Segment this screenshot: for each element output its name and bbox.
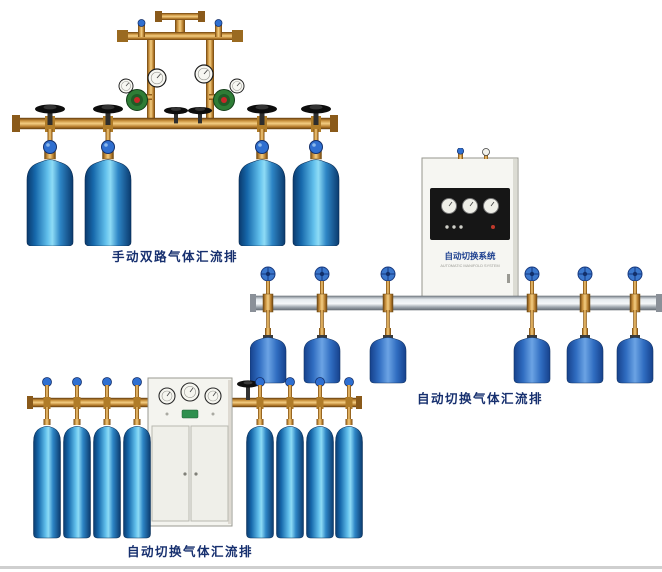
pressure-regulator-left: [118, 68, 167, 111]
scene-auto-switch-wall: 自动切换系统 AUTOMATIC MANIFOLD SYSTEM: [250, 148, 662, 384]
mini-gauge-icon: [482, 148, 490, 156]
gas-cylinder: [84, 140, 132, 246]
cylinder-station: [285, 377, 295, 421]
cylinder-station: [255, 377, 265, 421]
cylinder-drops: [47, 129, 319, 148]
cylinder-station: [344, 377, 354, 421]
caption-auto-switch-wall: 自动切换气体汇流排: [416, 391, 543, 406]
cylinder-station: [132, 377, 142, 421]
control-cabinet-floor: [147, 377, 233, 527]
gas-cylinder: [26, 140, 74, 246]
gas-cylinder: [335, 418, 363, 539]
green-panel-button: [181, 409, 199, 419]
cabinet-gauges: [158, 382, 222, 405]
cabinet-sublabel: AUTOMATIC MANIFOLD SYSTEM: [440, 264, 499, 268]
gas-cylinder: [93, 418, 121, 539]
valve-cap-icon: [456, 148, 465, 155]
gas-bottle: [616, 327, 654, 384]
auto-switch-wall-illustration: 自动切换系统 AUTOMATIC MANIFOLD SYSTEM: [250, 148, 662, 384]
bottle-station: [314, 266, 330, 329]
cabinet-label: 自动切换系统: [444, 251, 496, 261]
cylinder-station: [72, 377, 82, 421]
cabinet-door-left: [151, 425, 190, 522]
scene-auto-switch-cabinet: [15, 372, 365, 544]
door-knob: [183, 472, 187, 476]
indicator-light: [491, 225, 495, 229]
gas-cylinder: [306, 418, 334, 539]
bottle-station: [577, 266, 593, 329]
bottle-station: [627, 266, 643, 329]
pressure-gauge: [118, 78, 134, 94]
cylinder-station: [315, 377, 325, 421]
gas-cylinder: [246, 418, 274, 539]
door-knob: [194, 472, 198, 476]
bottom-divider: [0, 566, 662, 569]
gas-bottle: [566, 327, 604, 384]
gas-cylinder: [33, 418, 61, 539]
valve-handwheel-black: [237, 380, 259, 400]
manual-dual-manifold-illustration: [12, 11, 340, 246]
cylinder-station: [42, 377, 52, 421]
bottle-station: [524, 266, 540, 329]
bottle-station: [380, 266, 396, 329]
gas-cylinder: [276, 418, 304, 539]
gas-bottle: [513, 327, 551, 384]
gas-cylinder: [123, 418, 151, 539]
outlet-tee: [155, 11, 205, 35]
pressure-regulator-right: [194, 64, 245, 111]
pressure-gauge: [194, 64, 214, 84]
cabinet-gauges: [441, 198, 499, 214]
pressure-gauge: [229, 78, 245, 94]
scene-manual-dual-manifold: [10, 6, 340, 246]
manifold-rail: [250, 294, 662, 312]
auto-switch-cabinet-illustration: [27, 377, 363, 539]
cabinet-handle: [507, 274, 510, 283]
caption-manual-dual-manifold: 手动双路气体汇流排: [111, 249, 238, 264]
caption-auto-switch-cabinet: 自动切换气体汇流排: [126, 544, 253, 559]
cylinder-station: [102, 377, 112, 421]
control-cabinet: 自动切换系统 AUTOMATIC MANIFOLD SYSTEM: [421, 148, 519, 299]
gas-bottle: [369, 327, 407, 384]
bottle-station: [260, 266, 276, 329]
gas-cylinder: [63, 418, 91, 539]
pressure-gauge: [147, 68, 167, 88]
